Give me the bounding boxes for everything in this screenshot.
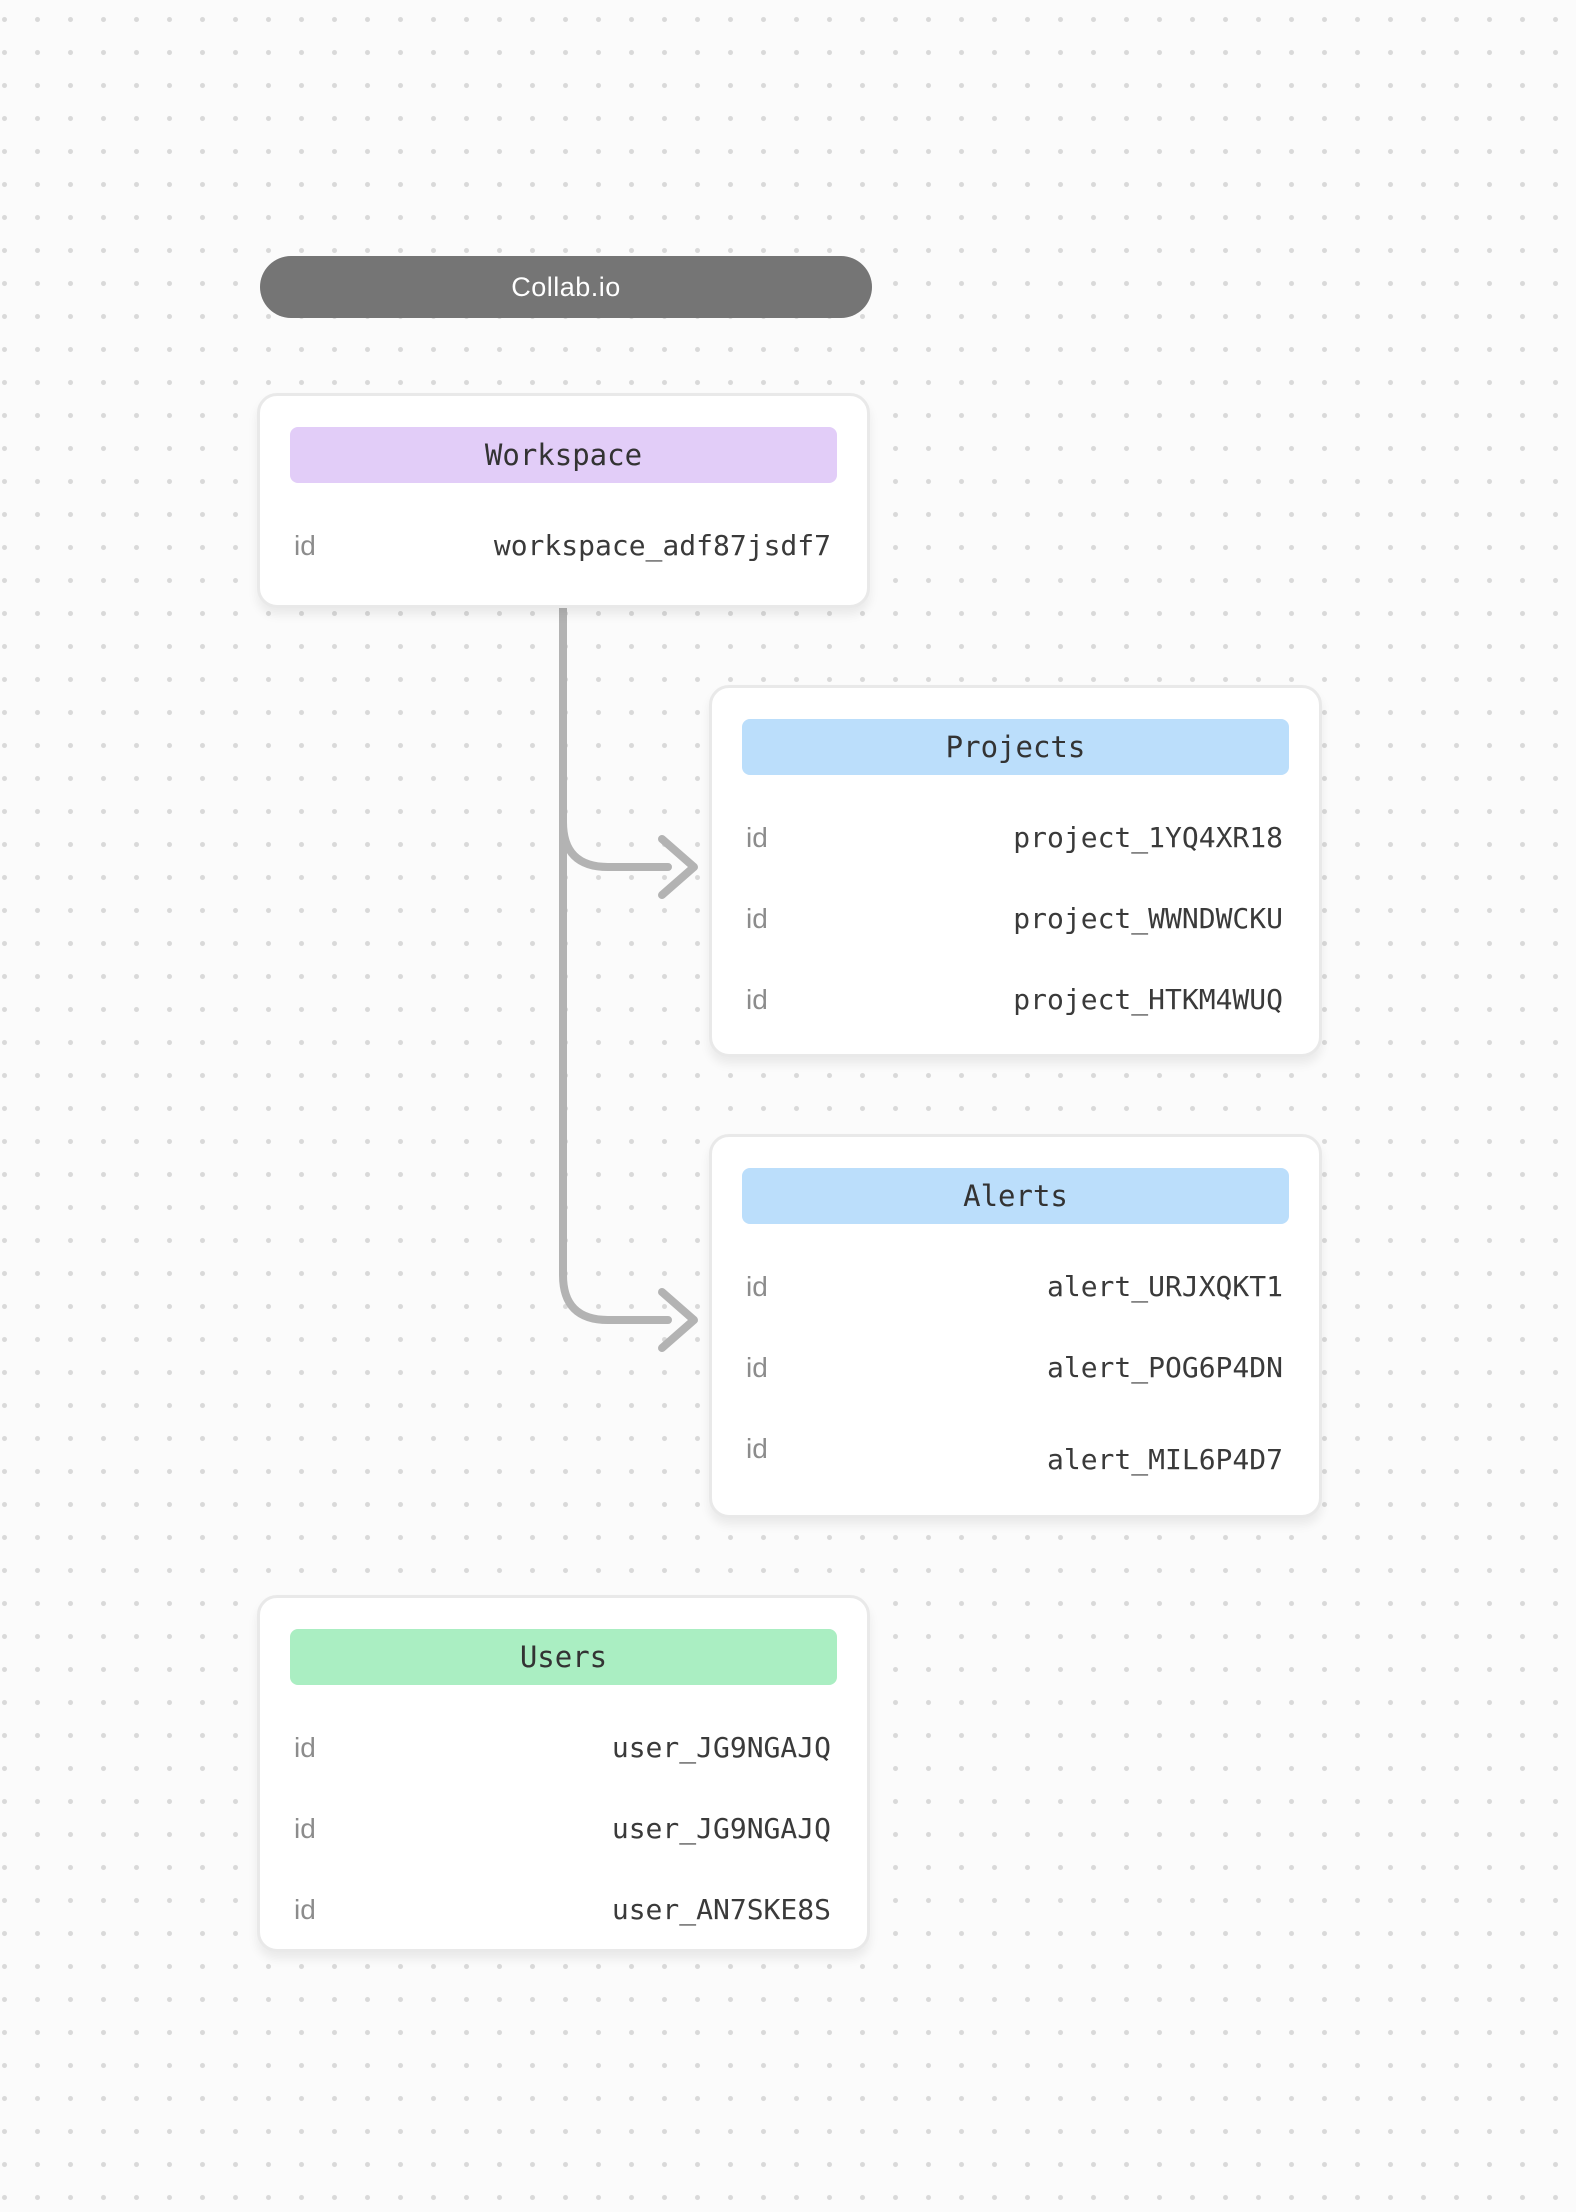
- users-rows: id user_JG9NGAJQ id user_JG9NGAJQ id use…: [260, 1707, 867, 1950]
- field-label: id: [746, 983, 768, 1015]
- workspace-to-alerts-connector: [559, 596, 672, 1324]
- workspace-to-projects-connector: [559, 818, 672, 871]
- projects-arrowhead-icon: [658, 835, 698, 899]
- field-row: id user_AN7SKE8S: [260, 1869, 867, 1950]
- field-value: user_JG9NGAJQ: [611, 1812, 831, 1845]
- workspace-card-title: Workspace: [484, 438, 643, 472]
- field-value: project_HTKM4WUQ: [1013, 983, 1283, 1016]
- workspace-rows: id workspace_adf87jsdf7: [260, 505, 867, 586]
- field-row: id workspace_adf87jsdf7: [260, 505, 867, 586]
- field-label: id: [746, 902, 768, 934]
- projects-card-title: Projects: [945, 730, 1086, 764]
- field-label: id: [746, 821, 768, 853]
- field-value: user_JG9NGAJQ: [611, 1731, 831, 1764]
- field-value: project_1YQ4XR18: [1013, 821, 1283, 854]
- field-value: project_WWNDWCKU: [1013, 902, 1283, 935]
- field-label: id: [294, 1812, 316, 1844]
- field-label: id: [294, 1893, 316, 1925]
- workspace-card-header: Workspace: [290, 427, 837, 483]
- field-value: alert_MIL6P4D7: [1046, 1443, 1283, 1476]
- field-row: id user_JG9NGAJQ: [260, 1707, 867, 1788]
- alerts-card-header: Alerts: [742, 1168, 1289, 1224]
- app-title: Collab.io: [511, 271, 621, 302]
- projects-card-header: Projects: [742, 719, 1289, 775]
- field-row: id alert_URJXQKT1: [712, 1246, 1319, 1327]
- field-row: id alert_POG6P4DN: [712, 1327, 1319, 1408]
- alerts-arrowhead-icon: [658, 1288, 698, 1352]
- field-value: alert_POG6P4DN: [1046, 1351, 1283, 1384]
- projects-card[interactable]: Projects id project_1YQ4XR18 id project_…: [709, 685, 1322, 1057]
- users-card-title: Users: [519, 1640, 608, 1674]
- field-value: user_AN7SKE8S: [611, 1893, 831, 1926]
- projects-rows: id project_1YQ4XR18 id project_WWNDWCKU …: [712, 797, 1319, 1040]
- field-label: id: [746, 1432, 768, 1464]
- workspace-card[interactable]: Workspace id workspace_adf87jsdf7: [257, 393, 870, 608]
- field-label: id: [294, 529, 316, 561]
- field-row: id project_HTKM4WUQ: [712, 959, 1319, 1040]
- users-card[interactable]: Users id user_JG9NGAJQ id user_JG9NGAJQ …: [257, 1595, 870, 1952]
- collab-io-title-node[interactable]: Collab.io: [260, 256, 872, 318]
- users-card-header: Users: [290, 1629, 837, 1685]
- field-row: id alert_MIL6P4D7: [712, 1408, 1319, 1489]
- alerts-card[interactable]: Alerts id alert_URJXQKT1 id alert_POG6P4…: [709, 1134, 1322, 1518]
- field-label: id: [746, 1351, 768, 1383]
- field-value: alert_URJXQKT1: [1046, 1270, 1283, 1303]
- field-label: id: [294, 1731, 316, 1763]
- field-row: id project_1YQ4XR18: [712, 797, 1319, 878]
- field-row: id project_WWNDWCKU: [712, 878, 1319, 959]
- field-row: id user_JG9NGAJQ: [260, 1788, 867, 1869]
- alerts-rows: id alert_URJXQKT1 id alert_POG6P4DN id a…: [712, 1246, 1319, 1489]
- alerts-card-title: Alerts: [963, 1179, 1068, 1213]
- field-label: id: [746, 1270, 768, 1302]
- field-value: workspace_adf87jsdf7: [493, 529, 831, 562]
